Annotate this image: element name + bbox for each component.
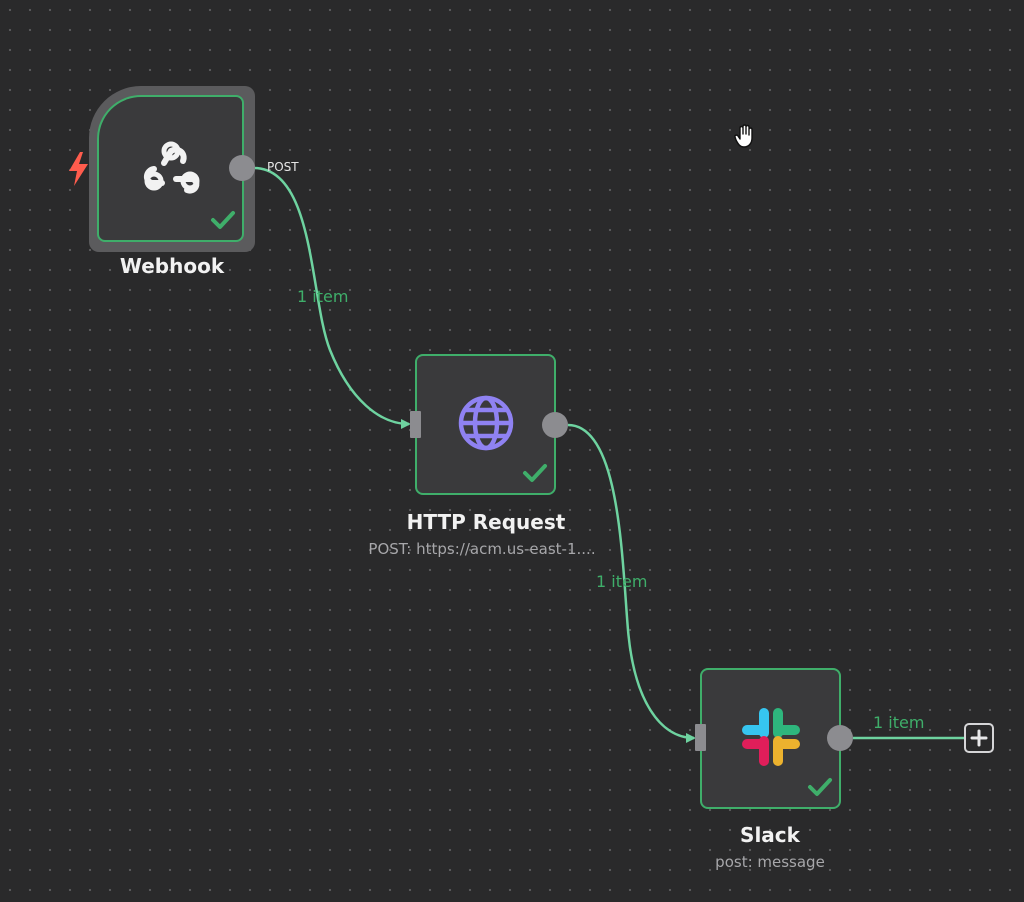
http-request-input-handle[interactable] — [410, 411, 421, 438]
webhook-title: Webhook — [119, 254, 225, 278]
slack-icon — [741, 707, 801, 771]
edge-webhook-to-http[interactable] — [253, 166, 411, 429]
edge-label-http-to-slack: 1 item — [596, 572, 648, 591]
grab-hand-icon — [733, 123, 759, 153]
slack-title: Slack — [740, 823, 800, 847]
http-request-output-handle[interactable] — [542, 412, 568, 438]
success-check-icon — [807, 777, 833, 801]
slack-node[interactable] — [700, 668, 841, 809]
webhook-output-handle[interactable] — [229, 155, 255, 181]
http-request-title: HTTP Request — [406, 510, 566, 534]
webhook-node[interactable] — [97, 95, 244, 242]
edge-label-slack-to-add: 1 item — [873, 713, 925, 732]
webhook-output-label: POST — [267, 160, 299, 174]
lightning-bolt-icon — [66, 152, 90, 190]
edge-label-webhook-to-http: 1 item — [297, 287, 349, 306]
http-request-subtitle: POST: https://acm.us-east-1.... — [368, 540, 596, 558]
success-check-icon — [210, 210, 236, 234]
webhook-icon — [140, 139, 202, 199]
slack-subtitle: post: message — [715, 853, 825, 871]
slack-input-handle[interactable] — [695, 724, 706, 751]
edge-http-to-slack[interactable] — [567, 423, 696, 743]
add-node-button[interactable] — [964, 723, 994, 753]
plus-icon — [966, 725, 992, 755]
http-request-node[interactable] — [415, 354, 556, 495]
success-check-icon — [522, 463, 548, 487]
globe-icon — [457, 394, 515, 456]
slack-output-handle[interactable] — [827, 725, 853, 751]
